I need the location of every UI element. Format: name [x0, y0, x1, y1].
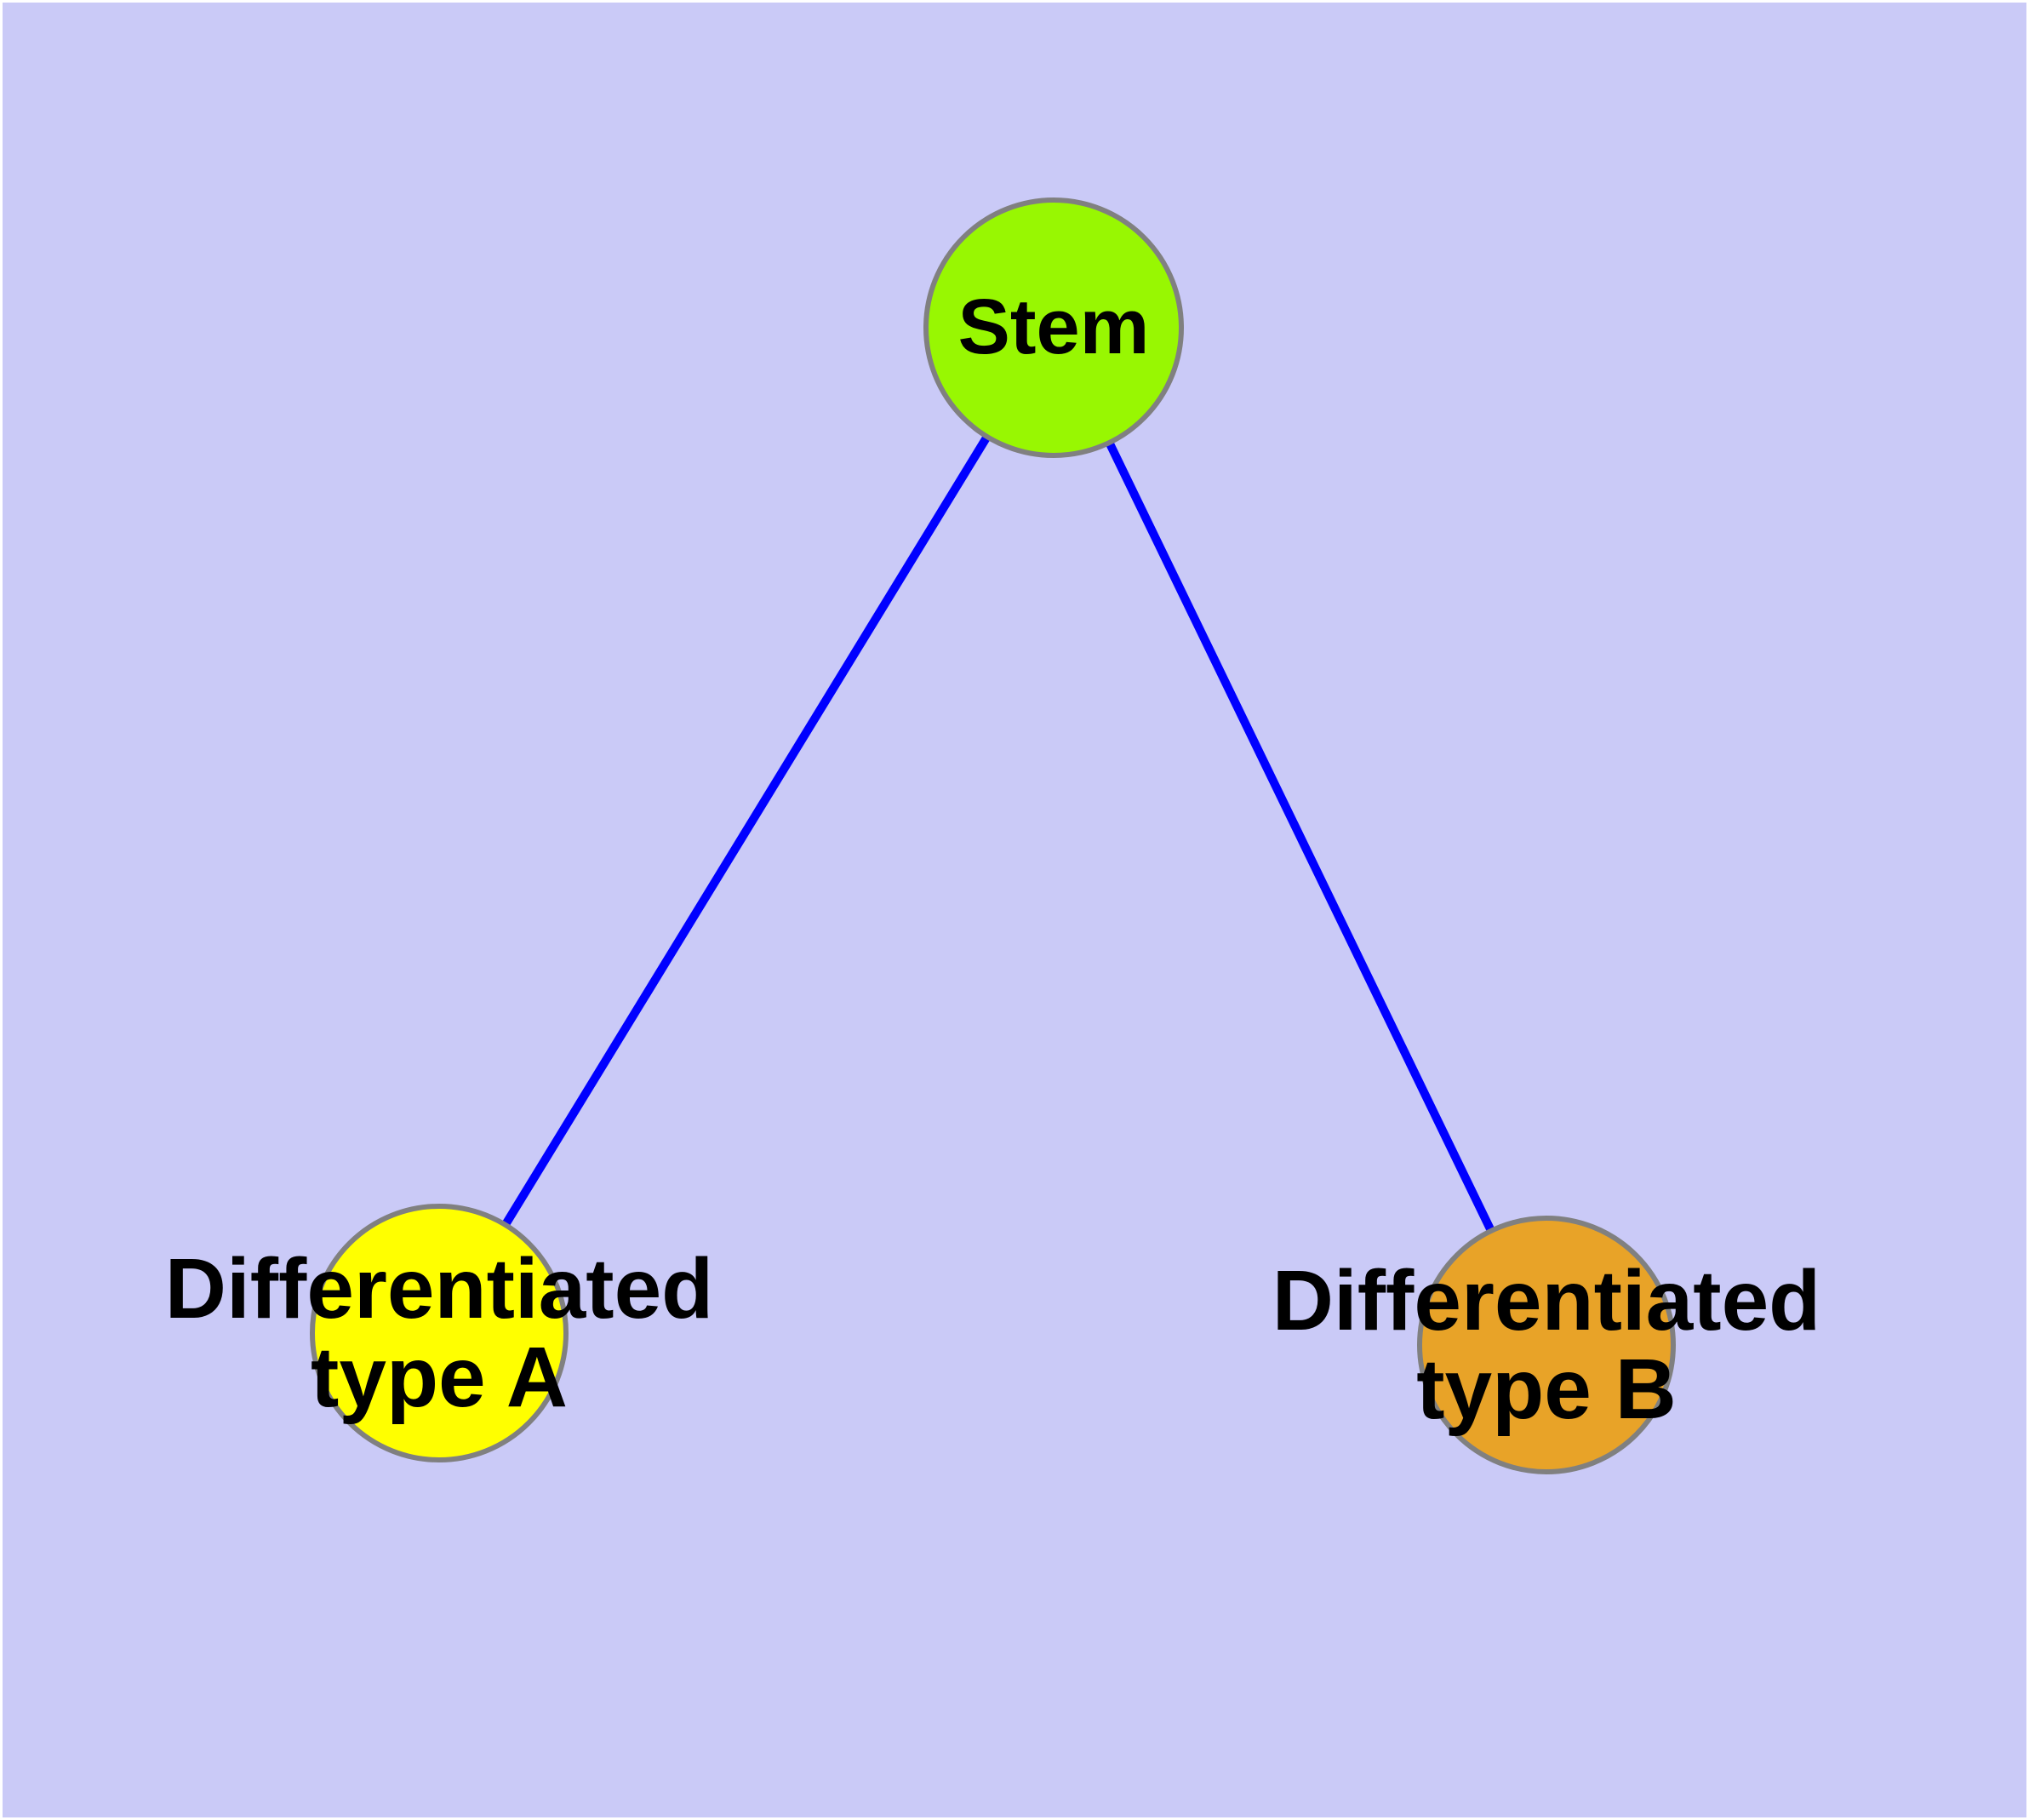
edge-stem-to-type-a: [435, 325, 1058, 1336]
node-stem-label: Stem: [957, 283, 1150, 371]
node-differentiated-type-a[interactable]: Differentiated type A: [165, 1204, 713, 1462]
node-stem[interactable]: Stem: [923, 197, 1184, 458]
edge-stem-to-type-b: [1049, 325, 1551, 1348]
node-differentiated-type-b[interactable]: Differentiated type B: [1272, 1216, 1820, 1474]
